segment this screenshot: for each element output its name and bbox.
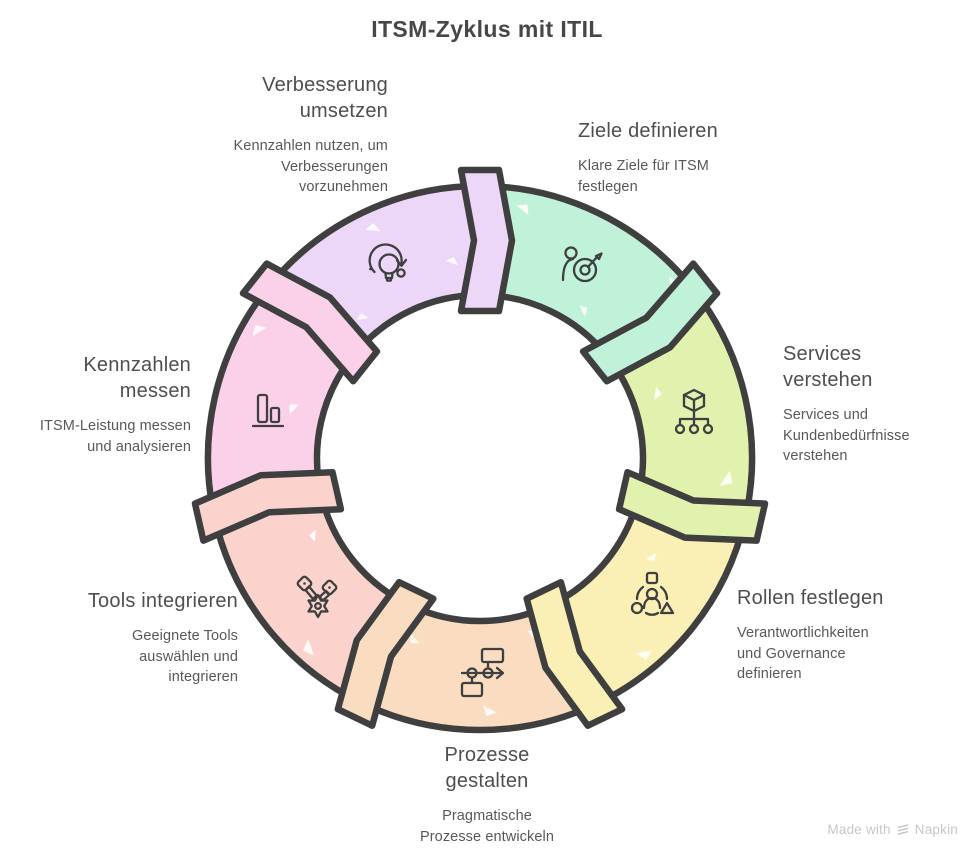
connector-band-verbesserung (457, 166, 516, 315)
connector-band-rollen (523, 578, 626, 729)
bar-chart-icon (251, 393, 285, 428)
step-label-verbesserung: Verbesserung umsetzen Kennzahlen nutzen,… (158, 72, 388, 198)
connector-band-tools (191, 468, 345, 544)
sparkle (252, 325, 267, 337)
step-label-kennzahlen: Kennzahlen messen ITSM-Leistung messen u… (0, 352, 191, 457)
connector-band-services (615, 468, 769, 544)
step-label-prozesse: Prozesse gestalten Pragmatische Prozesse… (387, 742, 587, 847)
step-label-services: Services verstehen Services und Kundenbe… (783, 341, 953, 467)
icons-layer (251, 243, 714, 698)
step-heading: Kennzahlen messen (83, 354, 191, 402)
process-flowchart-icon (460, 647, 505, 698)
step-heading: Tools integrieren (87, 590, 238, 612)
step-heading: Verbesserung umsetzen (262, 74, 388, 122)
step-description: ITSM-Leistung messen und analysieren (39, 418, 191, 455)
tools-gear-icon (296, 575, 338, 619)
step-label-ziele: Ziele definieren Klare Ziele für ITSM fe… (578, 118, 788, 197)
sparkle (309, 529, 316, 542)
sparkle (516, 204, 529, 216)
step-heading: Prozesse gestalten (444, 744, 530, 792)
connector-band-kennzahlen (239, 260, 381, 385)
sparkle (719, 470, 733, 486)
sparkle (645, 552, 657, 562)
sparkle (579, 305, 588, 317)
sparkle (445, 257, 458, 266)
step-heading: Ziele definieren (578, 120, 718, 142)
person-shapes-icon (630, 571, 675, 616)
connector-band-ziele (579, 260, 721, 385)
connector-band-prozesse (334, 578, 437, 729)
step-label-tools: Tools integrieren Geeignete Tools auswäh… (28, 588, 238, 688)
sparkle (483, 705, 497, 716)
sparkle (654, 386, 662, 400)
sparkle (365, 223, 381, 232)
person-target-icon (561, 246, 603, 283)
page-title: ITSM-Zyklus mit ITIL (371, 16, 603, 42)
watermark-brand: Napkin (914, 822, 958, 837)
step-description: Services und Kundenbedürfnisse verstehen (783, 407, 910, 465)
sparkle (410, 633, 420, 644)
sparkle (289, 404, 300, 415)
step-description: Geeignete Tools auswählen und integriere… (131, 628, 238, 686)
napkin-logo-icon (897, 823, 909, 835)
sparkle (302, 639, 315, 656)
watermark: Made with Napkin (827, 822, 958, 837)
step-label-rollen: Rollen festlegen Verantwortlichkeiten un… (737, 585, 937, 685)
step-description: Klare Ziele für ITSM festlegen (578, 158, 709, 195)
cube-hierarchy-icon (674, 388, 714, 435)
ring-bands (191, 166, 769, 729)
step-description: Kennzahlen nutzen, um Verbesserungen vor… (233, 138, 388, 196)
bulb-refresh-icon (368, 243, 408, 282)
step-description: Verantwortlichkeiten und Governance defi… (737, 625, 869, 683)
step-description: Pragmatische Prozesse entwickeln (419, 808, 555, 845)
step-heading: Rollen festlegen (737, 587, 884, 609)
step-heading: Services verstehen (783, 343, 873, 391)
watermark-text: Made with (827, 822, 891, 837)
